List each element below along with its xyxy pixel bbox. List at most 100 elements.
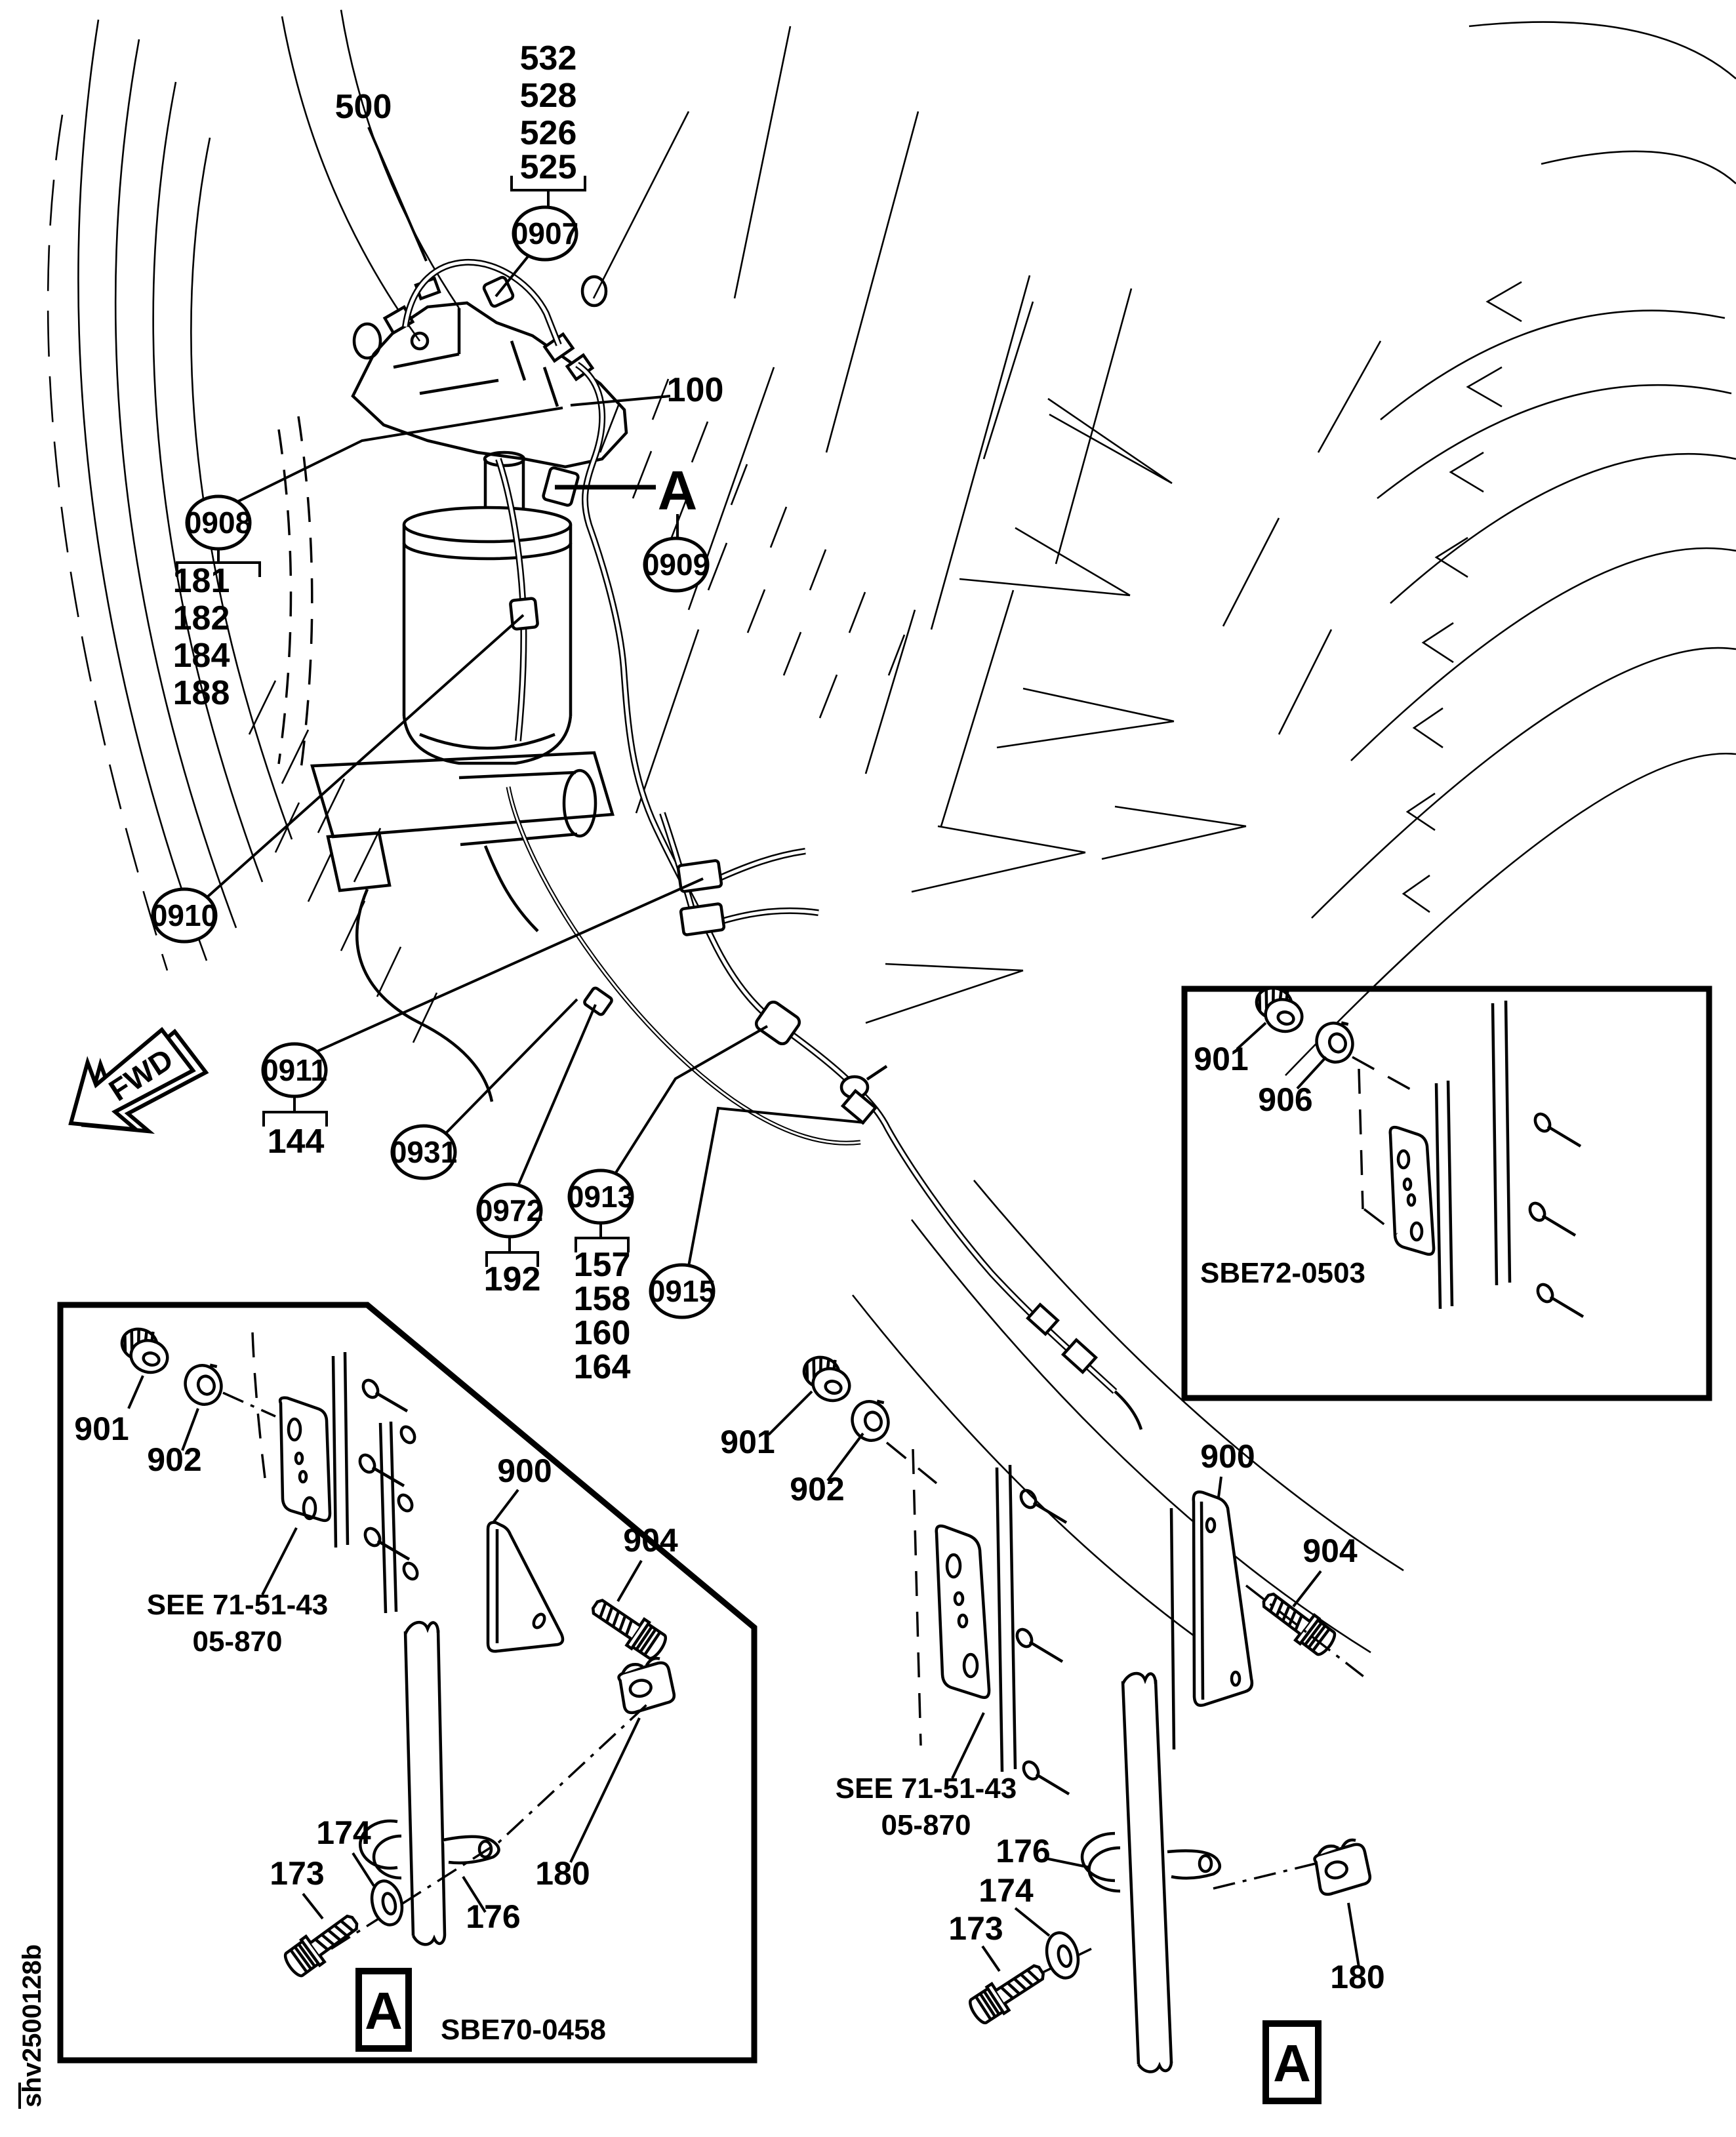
detail-view-sbe72: 901 906 SBE72-0503: [1181, 984, 1712, 1401]
leader-180: [1347, 1902, 1360, 1968]
leader-902: [826, 1432, 864, 1482]
grommet-clamp: [754, 1000, 801, 1046]
part-number: 188: [173, 674, 230, 712]
part-label-176: 176: [466, 1898, 520, 1935]
part-number: 528: [520, 77, 577, 115]
detail-view-a-right: 901 902 SEE 71-51-43 05-870 900 904 1: [720, 1353, 1385, 2104]
part-label-902: 902: [147, 1441, 201, 1478]
part-label-173: 173: [948, 1910, 1003, 1947]
callout-0913: 0913 157 158 160 164: [567, 1025, 768, 1386]
leader-see-ref: [951, 1712, 985, 1779]
part-label-904: 904: [1302, 1532, 1358, 1569]
panel-bracket-right: [885, 1441, 1070, 1795]
part-number: 192: [484, 1260, 541, 1298]
part-number: 158: [574, 1280, 631, 1318]
leader-174: [352, 1852, 375, 1887]
part-label-174: 174: [316, 1814, 371, 1851]
gusset-plate-900: [486, 1521, 565, 1653]
see-reference: 05-870: [192, 1626, 282, 1658]
leader-0931: [443, 998, 578, 1136]
plug-901: [116, 1325, 174, 1376]
balloon-label: 0909: [643, 548, 710, 582]
balloon-0910: [151, 887, 218, 944]
part-label-901: 901: [720, 1424, 775, 1460]
callout-0908: 0908 181 182 184 188: [173, 407, 563, 712]
callouts: 532 528 526 525 0907 500 100 0908 181 18…: [151, 39, 865, 1386]
assembly-axis-left: [331, 1702, 649, 1950]
see-reference: SEE 71-51-43: [147, 1589, 328, 1621]
leader-180: [569, 1717, 641, 1863]
balloon-0915: [649, 1263, 716, 1319]
leader-901: [127, 1375, 144, 1409]
balloon-label: 0972: [476, 1193, 543, 1228]
pump-and-cylinder-assembly: [310, 275, 628, 1102]
callout-0910: 0910: [151, 614, 525, 944]
callout-0915: 0915: [649, 1106, 865, 1319]
part-number: 160: [574, 1314, 631, 1352]
balloon-label: 0907: [512, 216, 578, 250]
leader-100: [570, 395, 671, 407]
balloon-label: 0910: [151, 898, 218, 932]
bolt-904: [586, 1592, 670, 1662]
clamp-0972: [583, 986, 613, 1016]
part-number: 157: [574, 1246, 631, 1284]
part-label-180: 180: [1330, 1959, 1384, 1995]
fwd-arrow: FWD: [68, 1027, 209, 1134]
gusset-plate-900: [1192, 1490, 1254, 1707]
leader-see-ref: [261, 1527, 298, 1595]
washer-902: [847, 1396, 895, 1446]
balloon-0909: [643, 536, 710, 593]
part-number: 532: [520, 39, 577, 77]
cylinder: [402, 450, 573, 765]
part-label-176: 176: [996, 1833, 1050, 1869]
engine-background-art: [47, 9, 1736, 1660]
assembly-axis-upper: [1245, 1584, 1369, 1681]
part-number: 525: [520, 148, 577, 186]
pipe-and-clamp-left: [358, 1620, 500, 1946]
leader-0913: [614, 1025, 768, 1175]
leader-176: [1045, 1857, 1091, 1869]
leader-174: [1014, 1907, 1051, 1937]
detail-box-right: [1181, 986, 1712, 1401]
leader-902: [181, 1408, 199, 1451]
see-reference: 05-870: [881, 1809, 971, 1841]
pump-manifold: [351, 275, 628, 469]
part-label-173: 173: [270, 1855, 324, 1892]
part-label-904: 904: [623, 1522, 678, 1559]
washer-906: [1311, 1018, 1359, 1068]
tubing-runs: [402, 258, 1143, 1430]
leader-0915: [687, 1106, 865, 1267]
washer-902: [180, 1360, 228, 1410]
part-label-100: 100: [667, 371, 724, 409]
view-a-letter: A: [658, 460, 698, 521]
bolt-173: [966, 1957, 1050, 2027]
leader-906: [1296, 1056, 1327, 1090]
leader-901: [1236, 1022, 1267, 1050]
figure-id: shv2500128b: [18, 1944, 47, 2107]
leader-900: [492, 1488, 519, 1524]
cylinder-mount: [310, 751, 615, 1102]
part-label-901: 901: [74, 1410, 129, 1447]
washer-174: [1045, 1931, 1080, 1980]
detail-view-a-left: 901 902 SEE 71-51-43 05-870 900 904 180: [57, 1302, 757, 2064]
see-reference: SEE 71-51-43: [836, 1772, 1017, 1805]
part-label-180: 180: [535, 1855, 590, 1892]
assembly-axis-lower: [999, 1861, 1322, 1995]
leader-173: [981, 1945, 1001, 1972]
view-a-marker: A 0909: [555, 460, 710, 593]
leader-901: [767, 1390, 813, 1436]
balloon-label: 0911: [262, 1053, 327, 1087]
bracket: [485, 1237, 539, 1267]
callout-0931: 0931: [390, 998, 578, 1180]
bracket: [176, 549, 261, 577]
leader-0907: [495, 254, 530, 298]
leader-0908: [230, 407, 563, 506]
view-tag-box: [355, 1968, 412, 2052]
leader-173: [302, 1892, 324, 1920]
part-number: 144: [268, 1123, 325, 1161]
balloon-label: 0915: [649, 1274, 716, 1308]
bracket: [575, 1223, 630, 1252]
bracket: [262, 1096, 328, 1127]
part-label-900: 900: [497, 1452, 552, 1489]
pipe-and-clamp-right: [1080, 1671, 1222, 2073]
